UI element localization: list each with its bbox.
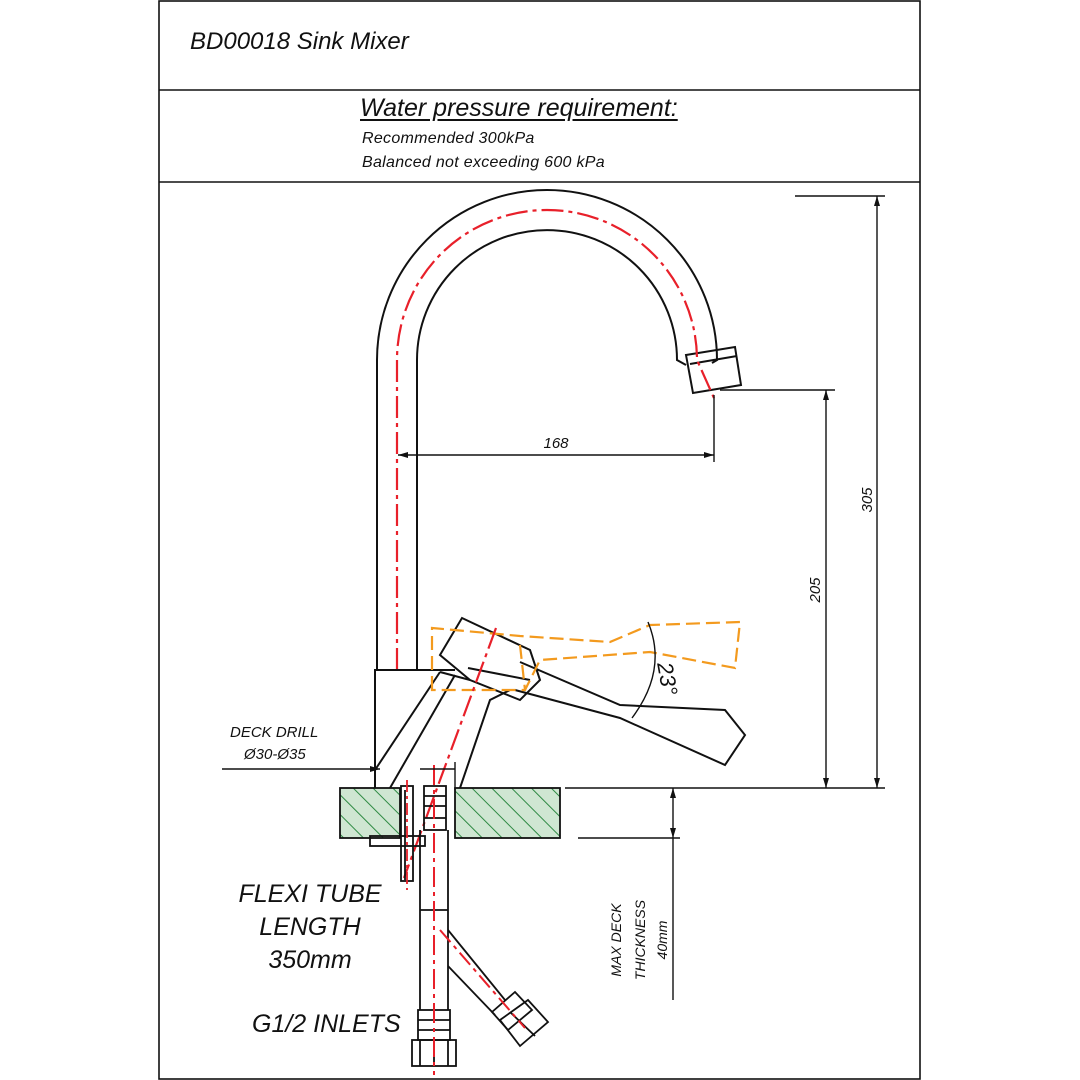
water-pressure-max: Balanced not exceeding 600 kPa (362, 154, 605, 171)
reach-value: 168 (543, 435, 569, 452)
height-dimensions (565, 195, 885, 789)
drawing-frame (158, 0, 921, 1080)
max-deck-label-line2: THICKNESS (632, 899, 648, 981)
water-pressure-recommended: Recommended 300kPa (362, 130, 535, 147)
inlets-label: G1/2 INLETS (252, 1010, 401, 1038)
angled-tube-centerline (439, 929, 526, 1029)
max-deck-label-line1: MAX DECK (608, 903, 624, 977)
deck-drill-label: DECK DRILL (230, 724, 319, 741)
handle-alt-position (430, 620, 742, 692)
deck-thickness-dimension (578, 788, 680, 1000)
handle (438, 616, 747, 767)
flexi-tube-angled (447, 929, 550, 1048)
flexi-tube-label-line2: LENGTH (259, 913, 361, 941)
flexi-tube-label-line3: 350mm (268, 946, 352, 974)
deck-drill-size: Ø30-Ø35 (244, 746, 306, 763)
aerator (684, 345, 743, 395)
flexi-tube-label-line1: FLEXI TUBE (238, 880, 382, 908)
angle-arc (631, 621, 656, 719)
spout (376, 189, 719, 669)
water-pressure-heading: Water pressure requirement: (360, 94, 678, 122)
spout-height-value: 205 (807, 577, 824, 604)
spout-centerline (395, 208, 716, 670)
max-deck-label-line3: 40mm (654, 920, 670, 960)
reach-dimension (398, 395, 715, 462)
deck-drill-dimension (222, 762, 456, 790)
handle-angle-value: 23° (652, 659, 683, 697)
total-height-value: 305 (859, 487, 876, 513)
deck-section (339, 787, 561, 839)
drawing-title: BD00018 Sink Mixer (190, 28, 409, 55)
